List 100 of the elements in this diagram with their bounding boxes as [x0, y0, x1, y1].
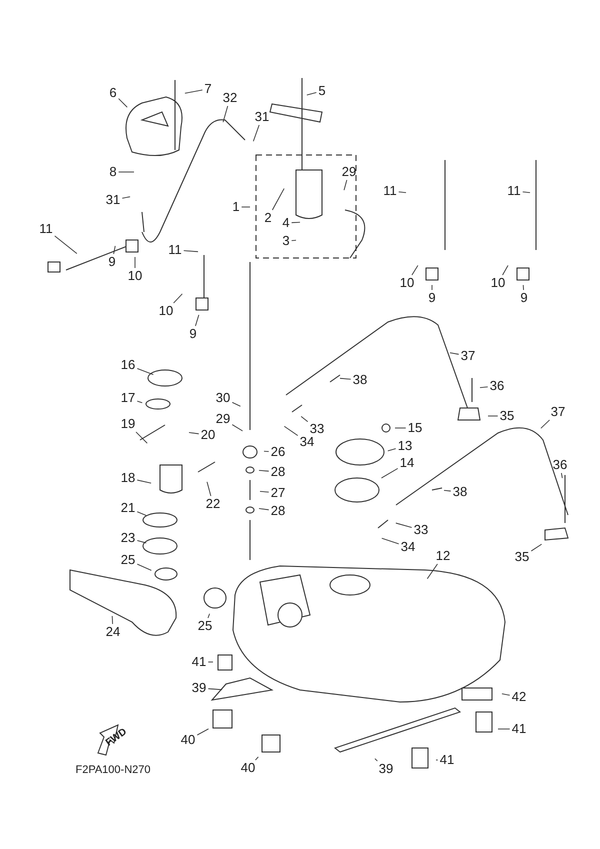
callout-number: 25 — [196, 619, 214, 633]
callout-number: 29 — [340, 165, 358, 179]
leader-line — [255, 756, 259, 760]
callout-number: 2 — [263, 211, 273, 225]
callout-number: 3 — [281, 234, 291, 248]
callout-number: 37 — [460, 349, 476, 363]
callout-number: 26 — [270, 445, 286, 459]
leader-line — [381, 538, 400, 544]
leader-line — [54, 236, 78, 254]
leader-line — [188, 432, 200, 434]
leader-line — [540, 420, 550, 429]
callout-number: 34 — [400, 540, 416, 554]
leader-line — [208, 613, 210, 618]
leader-line — [450, 352, 460, 355]
leader-line — [412, 265, 418, 276]
leader-line — [136, 480, 152, 484]
callout-number: 9 — [107, 255, 117, 269]
callout-number: 5 — [317, 84, 327, 98]
callout-number: 31 — [254, 110, 270, 124]
leader-line — [113, 246, 116, 254]
leader-line — [502, 265, 508, 276]
leader-line — [136, 368, 154, 375]
callout-number: 9 — [519, 291, 529, 305]
leader-line — [173, 294, 183, 304]
leader-line — [232, 424, 243, 432]
callout-number: 35 — [498, 409, 516, 423]
leader-line — [398, 191, 406, 193]
drawing-code: F2PA100-N270 — [76, 764, 150, 776]
callout-number: 35 — [514, 550, 530, 564]
leader-line — [252, 124, 260, 142]
callout-number: 41 — [438, 753, 456, 767]
callout-number: 29 — [214, 412, 232, 426]
callout-number: 22 — [204, 497, 222, 511]
leader-line — [480, 386, 488, 388]
callout-number: 11 — [38, 222, 54, 236]
leader-line — [502, 693, 510, 696]
callout-number: 41 — [510, 722, 528, 736]
leader-line — [136, 432, 148, 444]
callout-number: 30 — [214, 391, 232, 405]
leader-line — [561, 472, 563, 478]
callout-number: 10 — [126, 269, 144, 283]
leader-line — [134, 256, 136, 268]
callout-number: 13 — [396, 439, 414, 453]
leader-line — [395, 522, 412, 528]
leader-line — [344, 180, 348, 191]
callout-number: 9 — [188, 327, 198, 341]
callout-number: 17 — [120, 391, 136, 405]
leader-line — [374, 758, 378, 762]
leader-line — [426, 564, 438, 580]
leader-line — [136, 511, 147, 516]
callout-number: 34 — [298, 435, 316, 449]
callout-number: 11 — [506, 184, 522, 198]
leader-line — [300, 416, 308, 422]
callout-number: 11 — [167, 243, 183, 257]
callout-number: 12 — [434, 549, 452, 563]
leader-line — [522, 284, 524, 290]
leader-line — [136, 400, 143, 404]
callout-number: 21 — [120, 501, 136, 515]
leader-line — [222, 106, 228, 123]
leader-line — [195, 314, 200, 326]
callout-number: 36 — [552, 458, 568, 472]
callout-number: 42 — [510, 690, 528, 704]
leader-line — [183, 250, 198, 252]
leader-line — [136, 564, 152, 571]
callout-number: 15 — [406, 421, 424, 435]
leader-line — [208, 688, 222, 690]
leader-line — [498, 728, 510, 730]
callout-number: 37 — [550, 405, 566, 419]
leader-line — [206, 481, 212, 496]
leader-line — [387, 448, 396, 452]
callout-number: 39 — [190, 681, 208, 695]
callout-number: 33 — [308, 422, 326, 436]
callout-number: 33 — [412, 523, 430, 537]
leader-line — [136, 540, 147, 544]
leader-line — [196, 728, 209, 736]
callout-number: 39 — [378, 762, 394, 776]
callout-number: 20 — [200, 428, 216, 442]
leader-line — [272, 188, 284, 210]
leader-line — [232, 402, 241, 407]
callout-number: 18 — [120, 471, 136, 485]
leader-line — [444, 490, 452, 492]
callout-number: 4 — [281, 216, 291, 230]
callout-number: 14 — [398, 456, 416, 470]
callout-number: 38 — [452, 485, 468, 499]
leader-line — [122, 196, 130, 199]
callout-number: 11 — [382, 184, 398, 198]
callout-number: 6 — [108, 86, 118, 100]
callout-number: 32 — [222, 91, 238, 105]
leader-line — [306, 92, 317, 96]
leader-line — [258, 508, 270, 510]
callout-number: 41 — [190, 655, 208, 669]
callout-number: 40 — [180, 733, 196, 747]
callout-number: 8 — [108, 165, 118, 179]
leader-line — [530, 544, 542, 552]
callout-number: 1 — [231, 200, 241, 214]
callout-number: 40 — [240, 761, 256, 775]
callout-number: 28 — [270, 504, 286, 518]
leader-line — [241, 206, 250, 208]
callout-number: 28 — [270, 465, 286, 479]
leader-line — [118, 98, 128, 108]
